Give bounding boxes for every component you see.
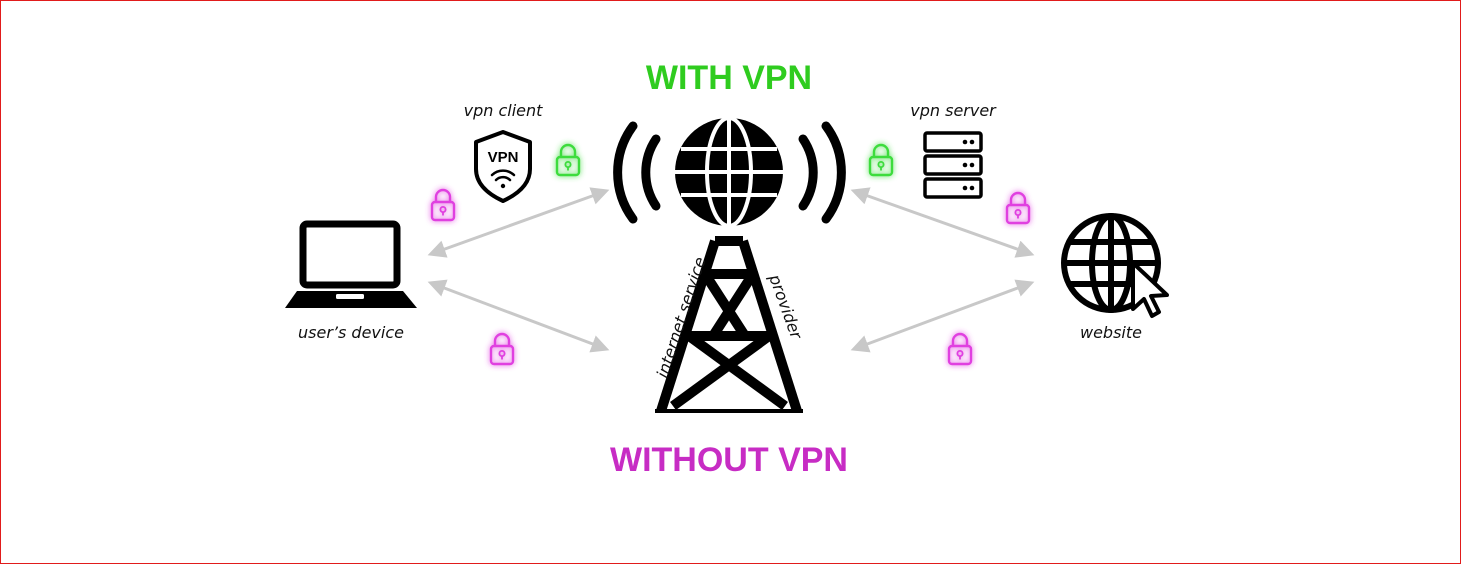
without-vpn-title: WITHOUT VPN bbox=[610, 441, 848, 479]
lock-icon bbox=[430, 188, 456, 222]
arrow-device-to-isp-novpn bbox=[427, 279, 610, 353]
with-vpn-title: WITH VPN bbox=[646, 59, 812, 97]
arrow-device-to-isp-vpn bbox=[427, 187, 610, 258]
lock-icon bbox=[555, 143, 581, 177]
website-label: website bbox=[1080, 323, 1142, 342]
lock-icon bbox=[489, 332, 515, 366]
arrow-isp-to-website-novpn bbox=[850, 279, 1035, 353]
vpn-server-label: vpn server bbox=[910, 101, 997, 120]
lock-icon bbox=[868, 143, 894, 177]
tower-globe-icon bbox=[675, 116, 783, 228]
lock-icon bbox=[947, 332, 973, 366]
vpn-client-label: vpn client bbox=[464, 101, 544, 120]
tower-icon bbox=[613, 116, 846, 413]
laptop-icon bbox=[285, 220, 417, 308]
user-device-label: user’s device bbox=[298, 323, 404, 342]
vpn-badge-text: VPN bbox=[488, 149, 519, 166]
server-icon bbox=[923, 131, 983, 199]
globe-cursor-icon bbox=[1061, 213, 1169, 318]
vpn-shield-icon: VPN bbox=[474, 130, 532, 203]
lock-icon bbox=[1005, 191, 1031, 225]
arrow-isp-to-website-vpn bbox=[850, 187, 1035, 258]
connection-arrows bbox=[427, 187, 1035, 353]
